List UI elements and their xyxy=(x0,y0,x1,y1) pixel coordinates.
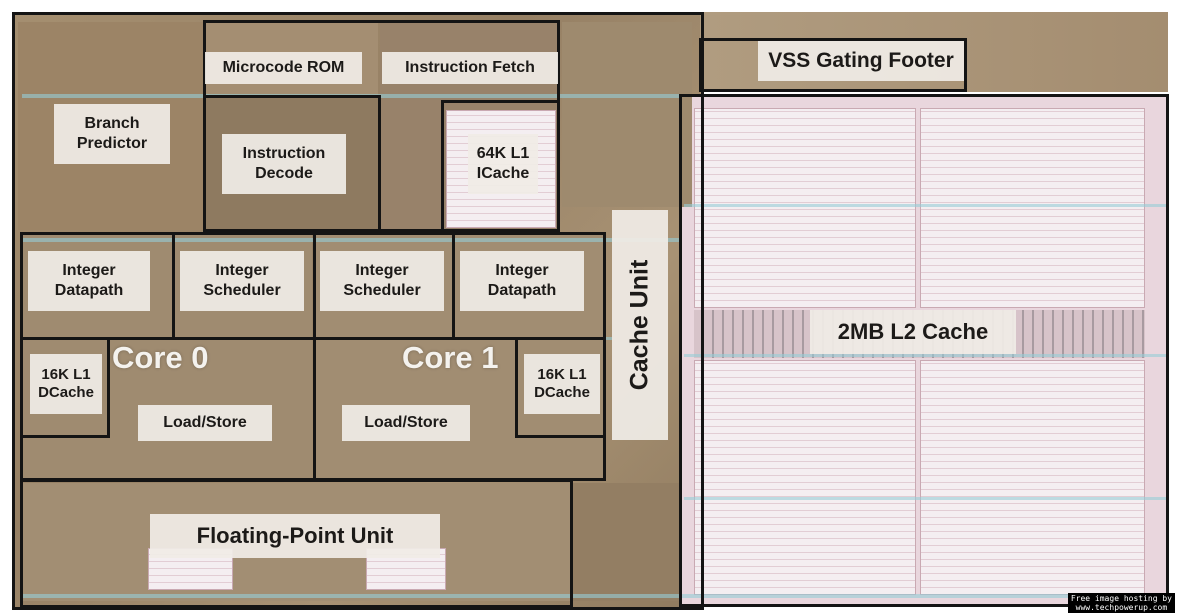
l2-bank-top-left xyxy=(694,108,916,308)
misc-logic-region xyxy=(562,22,692,207)
watermark: Free image hosting by www.techpowerup.co… xyxy=(1067,593,1175,613)
vss-gating-footer-label: VSS Gating Footer xyxy=(758,41,964,81)
instruction-fetch-label: Instruction Fetch xyxy=(382,52,558,84)
l2-outline xyxy=(679,94,1169,607)
l2-bank-top-right xyxy=(920,108,1145,308)
l1-dcache-0-label: 16K L1 DCache xyxy=(30,354,102,414)
load-store-1-label: Load/Store xyxy=(342,405,470,441)
logic-outline xyxy=(12,12,704,610)
dcache-0-outline xyxy=(20,337,110,438)
bus-l2-3 xyxy=(684,497,1168,500)
cache-unit-label-box: Cache Unit xyxy=(612,210,668,440)
dcache-1-outline xyxy=(515,337,606,438)
cache-unit-label: Cache Unit xyxy=(625,259,654,391)
bus-l2-1 xyxy=(684,204,1168,207)
branch-predictor-label: Branch Predictor xyxy=(54,104,170,164)
l2-cache-label: 2MB L2 Cache xyxy=(810,310,1016,354)
fpu-right-region xyxy=(572,483,680,601)
instruction-decode-label: Instruction Decode xyxy=(222,134,346,194)
bus-core-top xyxy=(22,238,680,242)
load-store-0-label: Load/Store xyxy=(138,405,272,441)
integer-scheduler-1-label: Integer Scheduler xyxy=(320,251,444,311)
integer-datapath-1-label: Integer Datapath xyxy=(460,251,584,311)
fpu-outline xyxy=(20,479,573,608)
bus-bottom xyxy=(22,594,1172,598)
icache-outline xyxy=(441,100,560,232)
l1-dcache-1-label: 16K L1 DCache xyxy=(524,354,600,414)
core-0-label: Core 0 xyxy=(112,340,209,375)
microcode-rom-label: Microcode ROM xyxy=(205,52,362,84)
integer-scheduler-0-label: Integer Scheduler xyxy=(180,251,304,311)
vss-outline xyxy=(699,38,967,92)
l2-bank-bottom-right xyxy=(920,360,1145,595)
core-1-label: Core 1 xyxy=(402,340,499,375)
l2-bank-bottom-left xyxy=(694,360,916,595)
integer-datapath-0-label: Integer Datapath xyxy=(28,251,150,311)
decode-outline xyxy=(203,95,381,232)
floating-point-unit-label: Floating-Point Unit xyxy=(150,514,440,558)
bus-l2-2 xyxy=(684,354,1168,357)
l1-icache-label: 64K L1 ICache xyxy=(468,134,538,194)
